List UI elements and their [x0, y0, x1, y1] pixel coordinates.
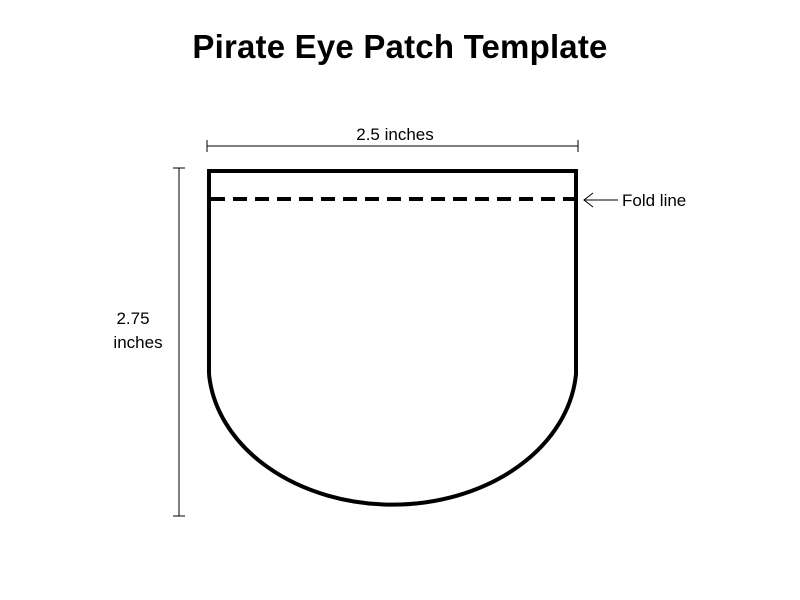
page-title: Pirate Eye Patch Template [192, 28, 608, 65]
height-dimension-label-line1: 2.75 [116, 309, 149, 328]
fold-line-label: Fold line [622, 191, 686, 210]
width-dimension: 2.5 inches [206, 125, 579, 152]
height-dimension: 2.75 inches [113, 167, 185, 517]
width-dimension-label: 2.5 inches [356, 125, 434, 144]
height-dimension-label-line2: inches [113, 333, 162, 352]
fold-line-annotation: Fold line [583, 191, 686, 210]
fold-line-arrow-head-icon [583, 192, 594, 208]
eye-patch-outline [207, 169, 578, 507]
